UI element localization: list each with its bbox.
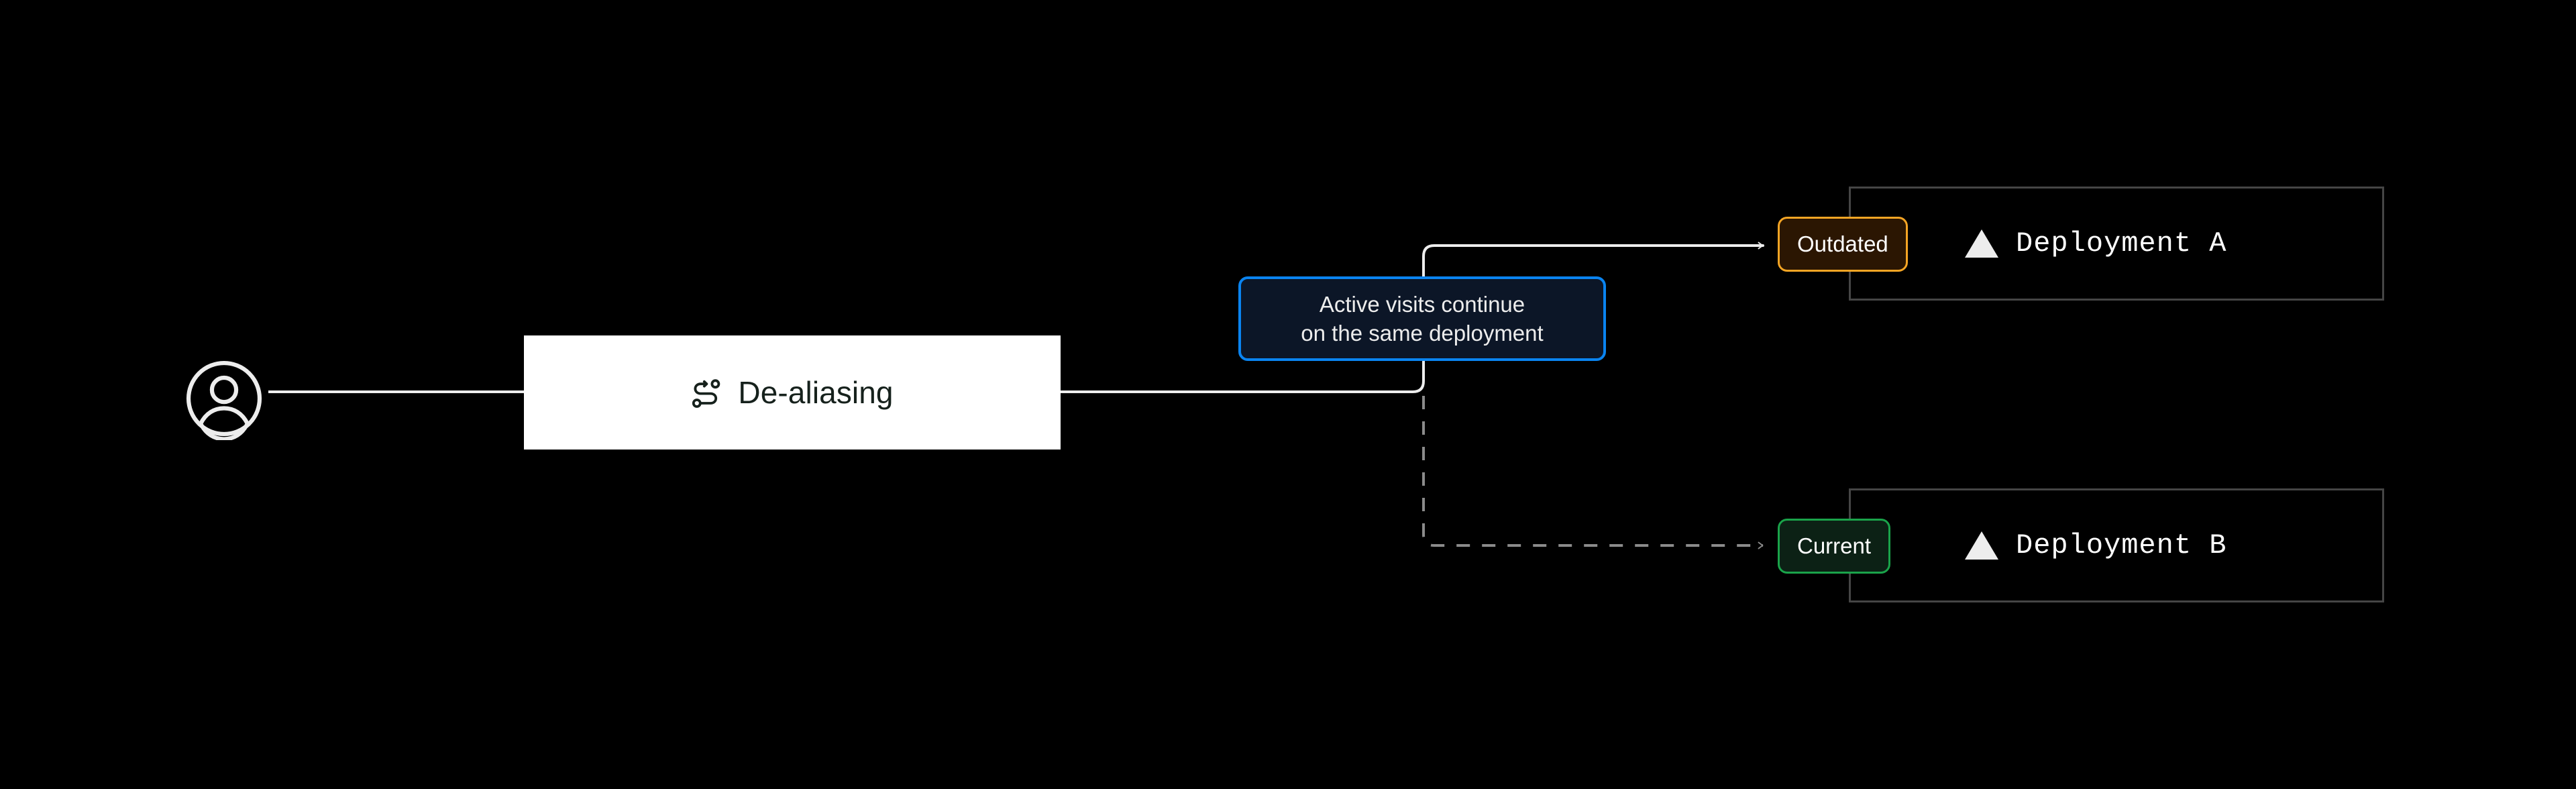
deployment-card-a[interactable]: Deployment A	[1849, 187, 2384, 301]
note-line-2: on the same deployment	[1301, 321, 1544, 346]
edge-junction-to-current	[1422, 396, 1764, 549]
deployment-a-title: Deployment A	[1965, 227, 2226, 260]
status-badge-outdated[interactable]: Outdated	[1778, 217, 1908, 272]
router-label: De-aliasing	[738, 375, 894, 410]
status-badge-outdated-label: Outdated	[1797, 231, 1888, 256]
vercel-triangle-icon	[1965, 531, 1998, 560]
active-visits-note: Active visits continue on the same deplo…	[1238, 276, 1606, 361]
router-node[interactable]: De-aliasing	[524, 335, 1061, 450]
deployment-b-name: Deployment B	[2016, 529, 2227, 562]
status-badge-current[interactable]: Current	[1778, 519, 1891, 574]
shuffle-route-icon	[692, 379, 720, 408]
deployment-a-name: Deployment A	[2016, 227, 2227, 260]
note-line-1: Active visits continue	[1319, 292, 1525, 317]
vercel-triangle-icon	[1965, 229, 1998, 258]
deployment-b-title: Deployment B	[1965, 529, 2226, 562]
deployment-card-b[interactable]: Deployment B	[1849, 488, 2384, 602]
status-badge-current-label: Current	[1797, 533, 1872, 558]
user-avatar-icon	[186, 360, 262, 440]
